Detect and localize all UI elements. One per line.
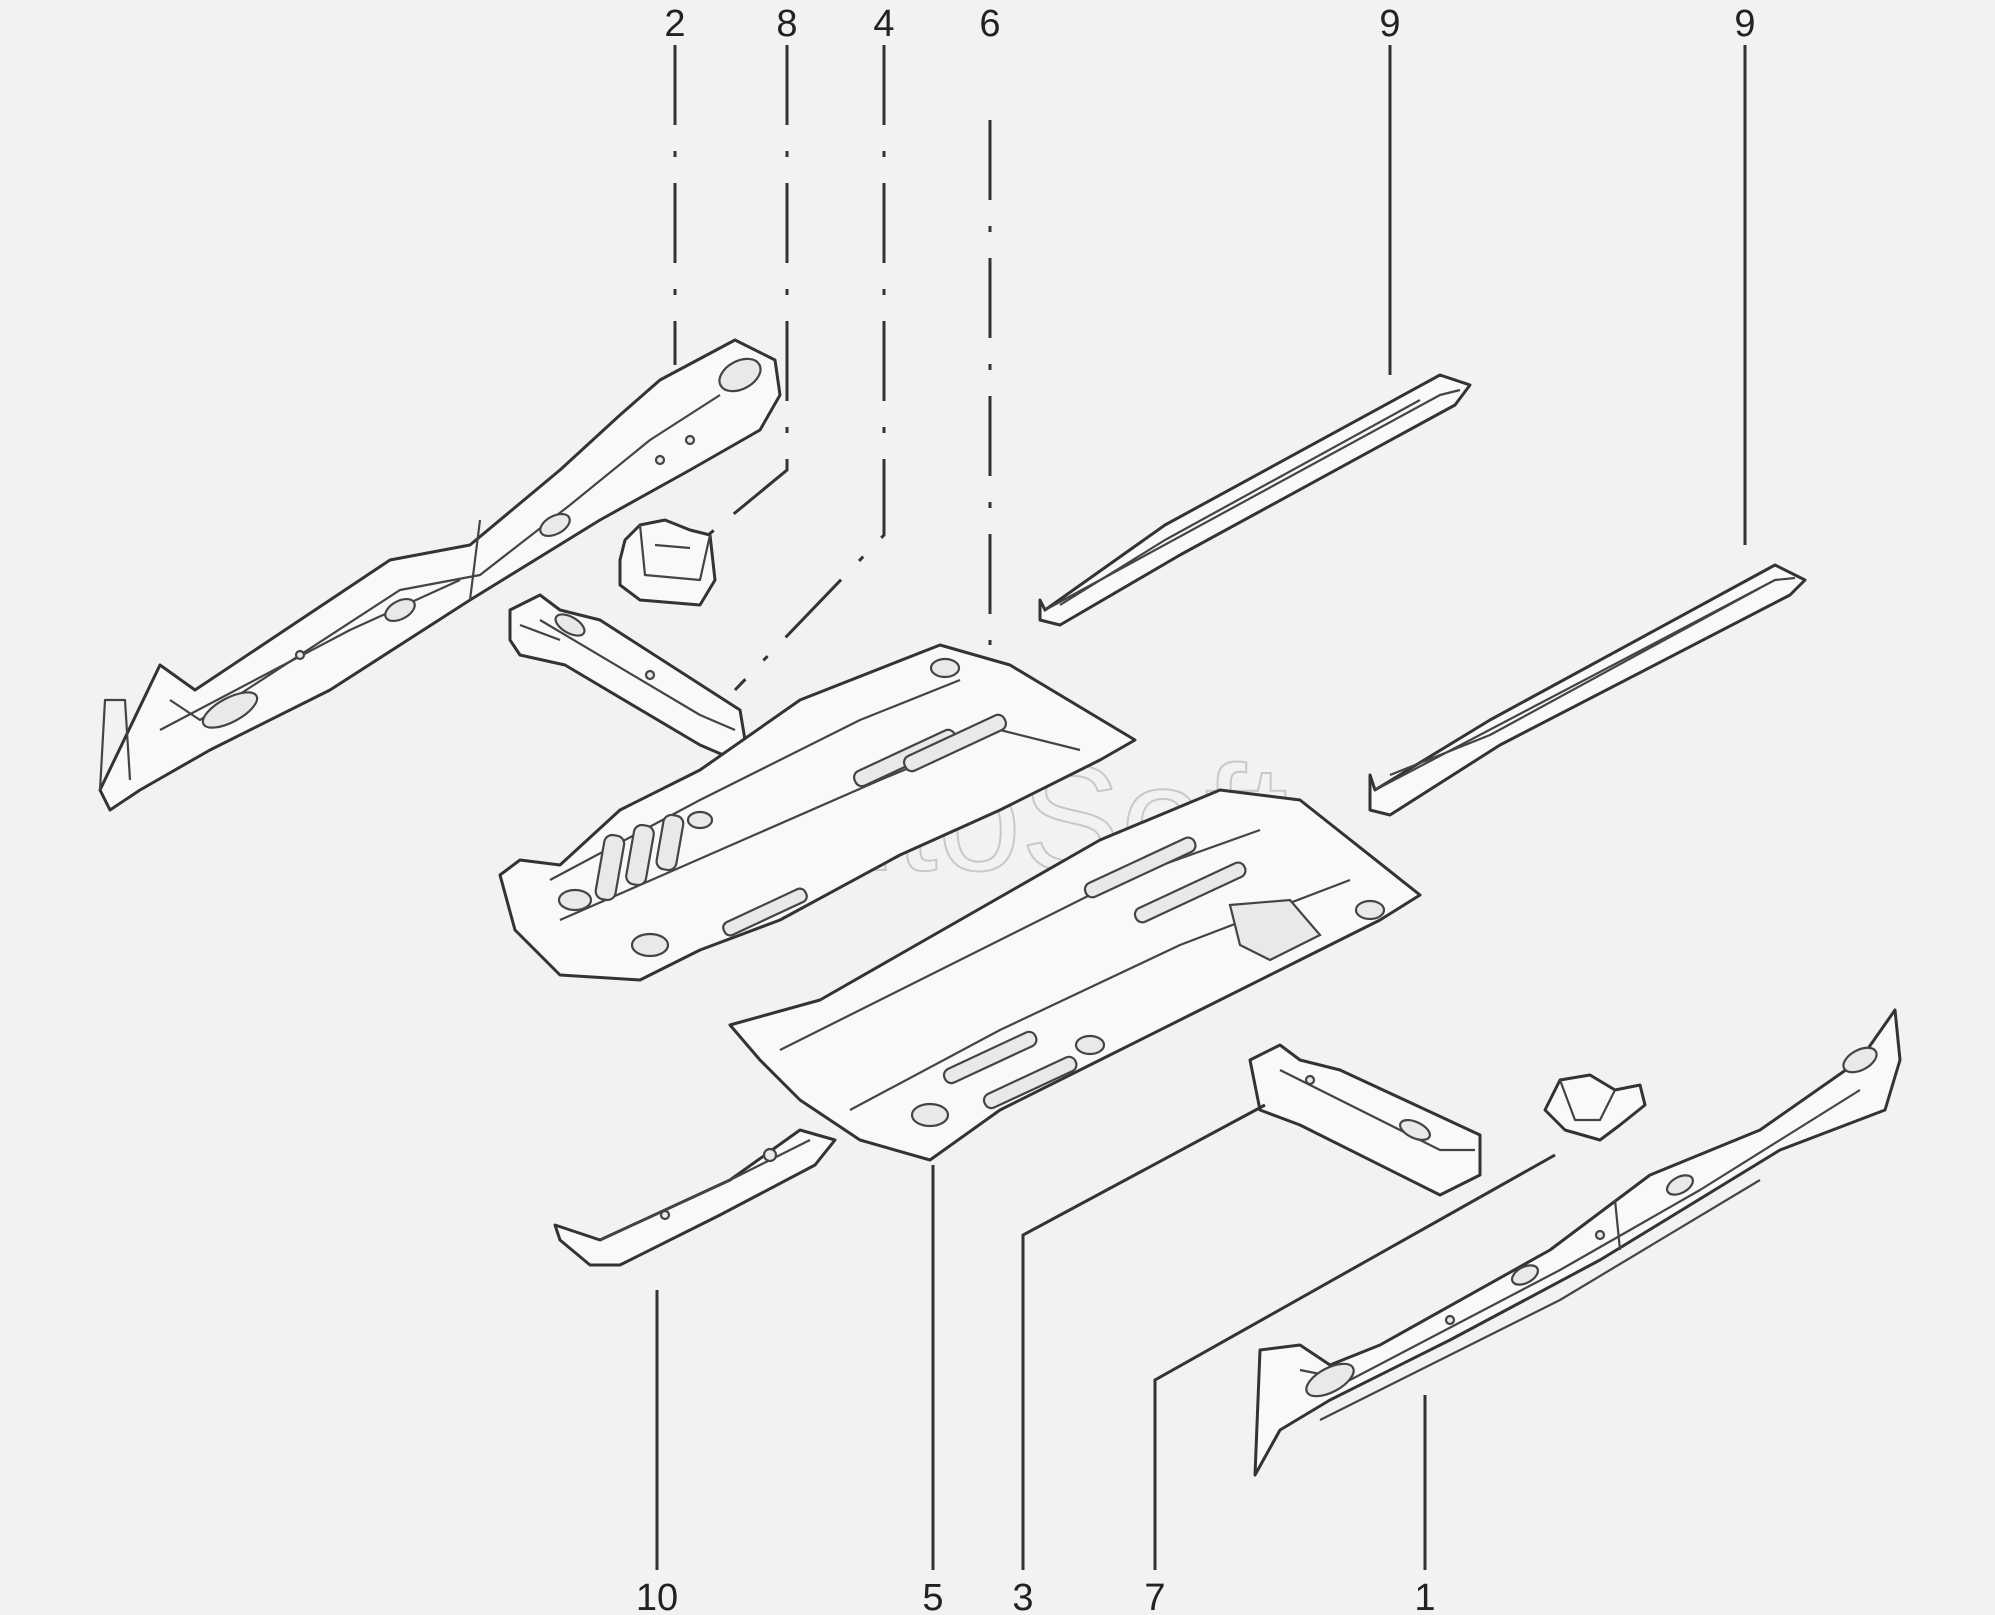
part-8-bracket[interactable]	[618, 518, 717, 607]
callout-7: 7	[1144, 1577, 1165, 1615]
part-10-panel[interactable]	[553, 1128, 837, 1267]
part-2-left-side-member[interactable]	[98, 338, 782, 812]
callout-1: 1	[1414, 1577, 1435, 1615]
callout-3: 3	[1012, 1577, 1033, 1615]
leader-7	[1153, 1153, 1556, 1570]
part-6-floor-panel[interactable]	[498, 643, 1137, 982]
callout-9-upper: 9	[1379, 3, 1400, 45]
callout-5: 5	[922, 1577, 943, 1615]
callout-2: 2	[664, 3, 685, 45]
callout-4: 4	[873, 3, 894, 45]
callout-9-lower: 9	[1734, 3, 1755, 45]
callout-10: 10	[636, 1577, 678, 1615]
part-9-sill-upper[interactable]	[1038, 373, 1472, 627]
callout-8: 8	[776, 3, 797, 45]
part-9-sill-lower[interactable]	[1368, 563, 1807, 817]
leader-8	[689, 45, 789, 552]
part-3-right-cross-member[interactable]	[1248, 1043, 1482, 1197]
part-5-floor-panel[interactable]	[728, 788, 1422, 1162]
leader-3	[1021, 1103, 1266, 1570]
part-4-left-cross-member[interactable]	[508, 593, 747, 762]
part-7-bracket[interactable]	[1543, 1073, 1647, 1142]
callout-6: 6	[979, 3, 1000, 45]
leader-4	[733, 45, 886, 692]
leader-lines	[655, 45, 1747, 1570]
callout-labels: 2 8 4 6 9 9 10 5 3 7 1	[636, 3, 1756, 1615]
part-1-right-side-member[interactable]	[1253, 1008, 1902, 1477]
